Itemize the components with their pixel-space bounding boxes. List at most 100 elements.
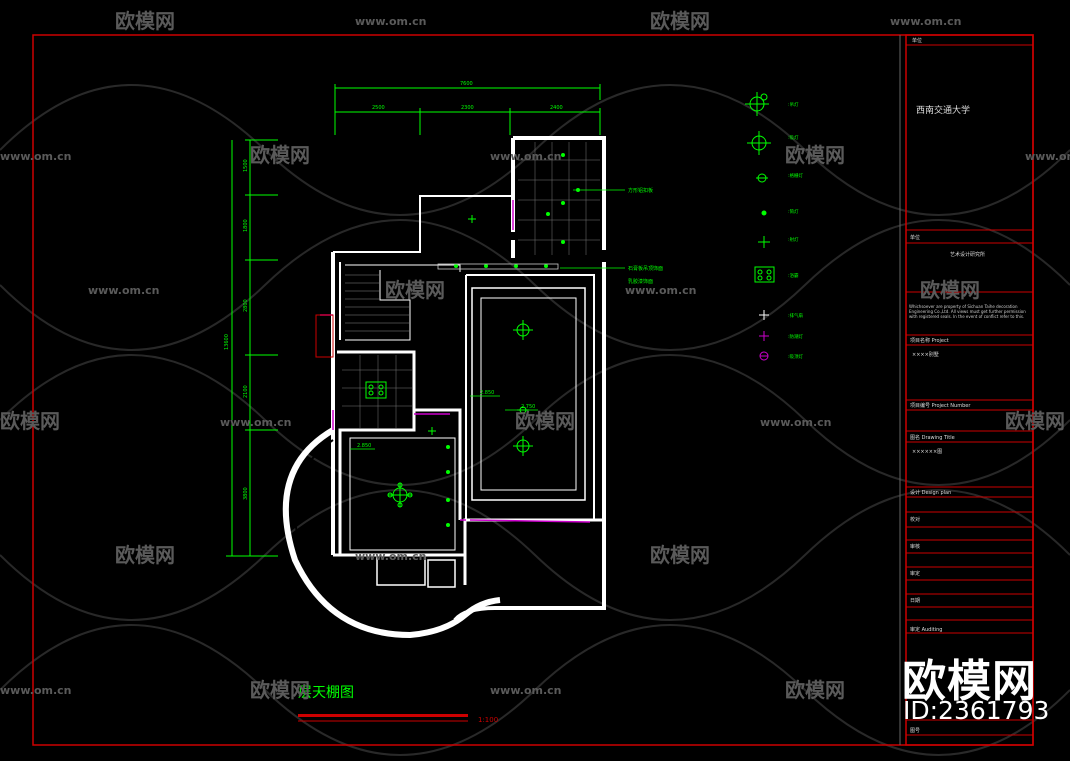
drawing-title-value: ××××××图 — [912, 449, 942, 455]
legend-label-6: :排气扇 — [788, 312, 804, 319]
watermark-site: www.om.cn — [88, 284, 160, 297]
walls — [282, 136, 606, 639]
watermark-site: www.om.cn — [490, 150, 562, 163]
watermark-brand: 欧模网 — [515, 409, 575, 433]
watermark-brand-large: 欧模网 — [902, 656, 1037, 707]
downlight-icon — [546, 212, 550, 216]
light-trough — [437, 263, 559, 270]
dim-top-2: 2300 — [461, 105, 474, 111]
watermark-brand: 欧模网 — [1005, 409, 1065, 433]
project-number-label: 项目编号 Project Number — [910, 402, 971, 409]
downlight-icon — [561, 240, 565, 244]
downlight-icon — [446, 470, 450, 474]
watermark-brand: 欧模网 — [250, 143, 310, 167]
scale-label: 1:100 — [478, 716, 498, 724]
left-dimensions — [226, 139, 278, 557]
elevation-3: 2.750 — [521, 404, 535, 410]
ceiling-light-icon — [759, 351, 769, 361]
drawing-title-label: 图名 Drawing Title — [910, 434, 955, 441]
legend-label-8: :吸顶灯 — [788, 353, 804, 360]
watermark-site: www.om.cn — [890, 15, 962, 28]
approve-label: 审定 — [910, 570, 920, 577]
elevation-1: 2.850 — [480, 390, 494, 396]
legend-label-3: :筒灯 — [788, 208, 799, 215]
watermark-site: www.om.cn — [625, 284, 697, 297]
dim-left-2: 1800 — [243, 219, 249, 232]
designer-name: 艺术设计研究所 — [950, 251, 985, 258]
watermark-brand: 欧模网 — [0, 409, 60, 433]
elevation-2: 2.850 — [357, 443, 371, 449]
watermark-site: www.om.cn — [1025, 150, 1070, 163]
watermark-brand: 欧模网 — [785, 143, 845, 167]
title-underline-thick — [298, 714, 468, 717]
downlight-icon — [561, 153, 565, 157]
downlight-icon — [514, 264, 518, 268]
stairs — [345, 274, 410, 332]
watermark-arcs — [0, 84, 1070, 756]
watermark-site: www.om.cn — [0, 150, 72, 163]
watermark-site: www.om.cn — [220, 416, 292, 429]
watermark-texts: 欧模网 欧模网 欧模网 欧模网 欧模网 欧模网 欧模网 欧模网 欧模网 欧模网 … — [0, 9, 1070, 702]
legend-ceiling-lamp — [747, 131, 771, 155]
chandelier-icon — [513, 320, 533, 340]
top-dimension-texts: 7600 2500 2300 2400 — [372, 81, 563, 111]
bath-heater-icon — [365, 381, 387, 399]
university-name: 西南交通大学 — [916, 104, 970, 116]
drawing-title: 层天棚图 — [298, 685, 354, 701]
title-block-header: 单位 — [912, 37, 922, 44]
downlight-icon — [484, 264, 488, 268]
downlight-icon — [454, 264, 458, 268]
dim-left-1: 1500 — [243, 159, 249, 172]
downlight-icon — [561, 201, 565, 205]
chandelier-icon — [387, 482, 413, 508]
watermark-id: ID:2361793 — [903, 696, 1050, 725]
downlight-icon — [446, 523, 450, 527]
spotlight-icon — [758, 236, 770, 248]
window-left — [315, 314, 334, 358]
dim-left-5: 3800 — [243, 487, 249, 500]
watermark-brand: 欧模网 — [115, 9, 175, 33]
dim-left-3: 2800 — [243, 299, 249, 312]
note-aluminum: 方形铝扣板 — [628, 187, 653, 194]
tile-grid-top-right — [518, 142, 600, 255]
note-paint: 乳胶漆饰面 — [628, 278, 653, 285]
dim-left-4: 2100 — [243, 385, 249, 398]
floor-plan: 7600 2500 2300 2400 13600 1500 1800 2800… — [224, 81, 663, 724]
downlight-icon — [446, 498, 450, 502]
downlight-icon — [761, 210, 767, 216]
watermark-brand: 欧模网 — [650, 543, 710, 567]
legend-label-1: :吸灯 — [788, 134, 799, 141]
legend-labels: :吊灯 :吸灯 :格栅灯 :筒灯 :射灯 :浴霸 :排气扇 :防潮灯 :吸顶灯 — [788, 101, 804, 360]
title-block-text: 单位 西南交通大学 单位 艺术设计研究所 Whichsoever are pro… — [909, 37, 1026, 734]
english-note: Whichsoever are property of Sichuan Taih… — [909, 304, 1026, 319]
legend-label-2: :格栅灯 — [788, 172, 804, 179]
watermark-site: www.om.cn — [355, 550, 427, 563]
legend-label-0: :吊灯 — [788, 101, 799, 108]
watermark-brand: 欧模网 — [115, 543, 175, 567]
tile-grid-bathroom — [342, 355, 412, 428]
unit-label: 单位 — [910, 234, 920, 241]
auditing-label: 审定 Auditing — [910, 626, 942, 633]
light-fixtures — [365, 215, 533, 508]
sheet-frame — [32, 34, 1034, 746]
chandelier-icon — [513, 436, 533, 456]
project-label: 项目名称 Project — [910, 337, 949, 344]
exhaust-fan-icon — [759, 310, 769, 320]
audit-label: 审核 — [910, 543, 920, 550]
sheet-label: 图号 — [910, 728, 920, 734]
watermark-brand: 欧模网 — [385, 278, 445, 302]
legend-label-5: :浴霸 — [788, 272, 799, 279]
title-block-lines — [906, 44, 1033, 736]
legend-label-4: :射灯 — [788, 236, 799, 243]
downlight-icon — [446, 445, 450, 449]
check-label: 校对 — [910, 516, 920, 523]
dim-left-total: 13600 — [224, 334, 230, 350]
downlight-icon — [544, 264, 548, 268]
annotations: 方形铝扣板 石膏板吊顶饰面 乳胶漆饰面 2.850 2.850 2.750 — [357, 187, 663, 449]
dim-top-3: 2400 — [550, 105, 563, 111]
top-dimensions — [334, 84, 601, 135]
watermark-site: www.om.cn — [0, 684, 72, 697]
design-label: 设计 Design plan — [910, 489, 951, 496]
